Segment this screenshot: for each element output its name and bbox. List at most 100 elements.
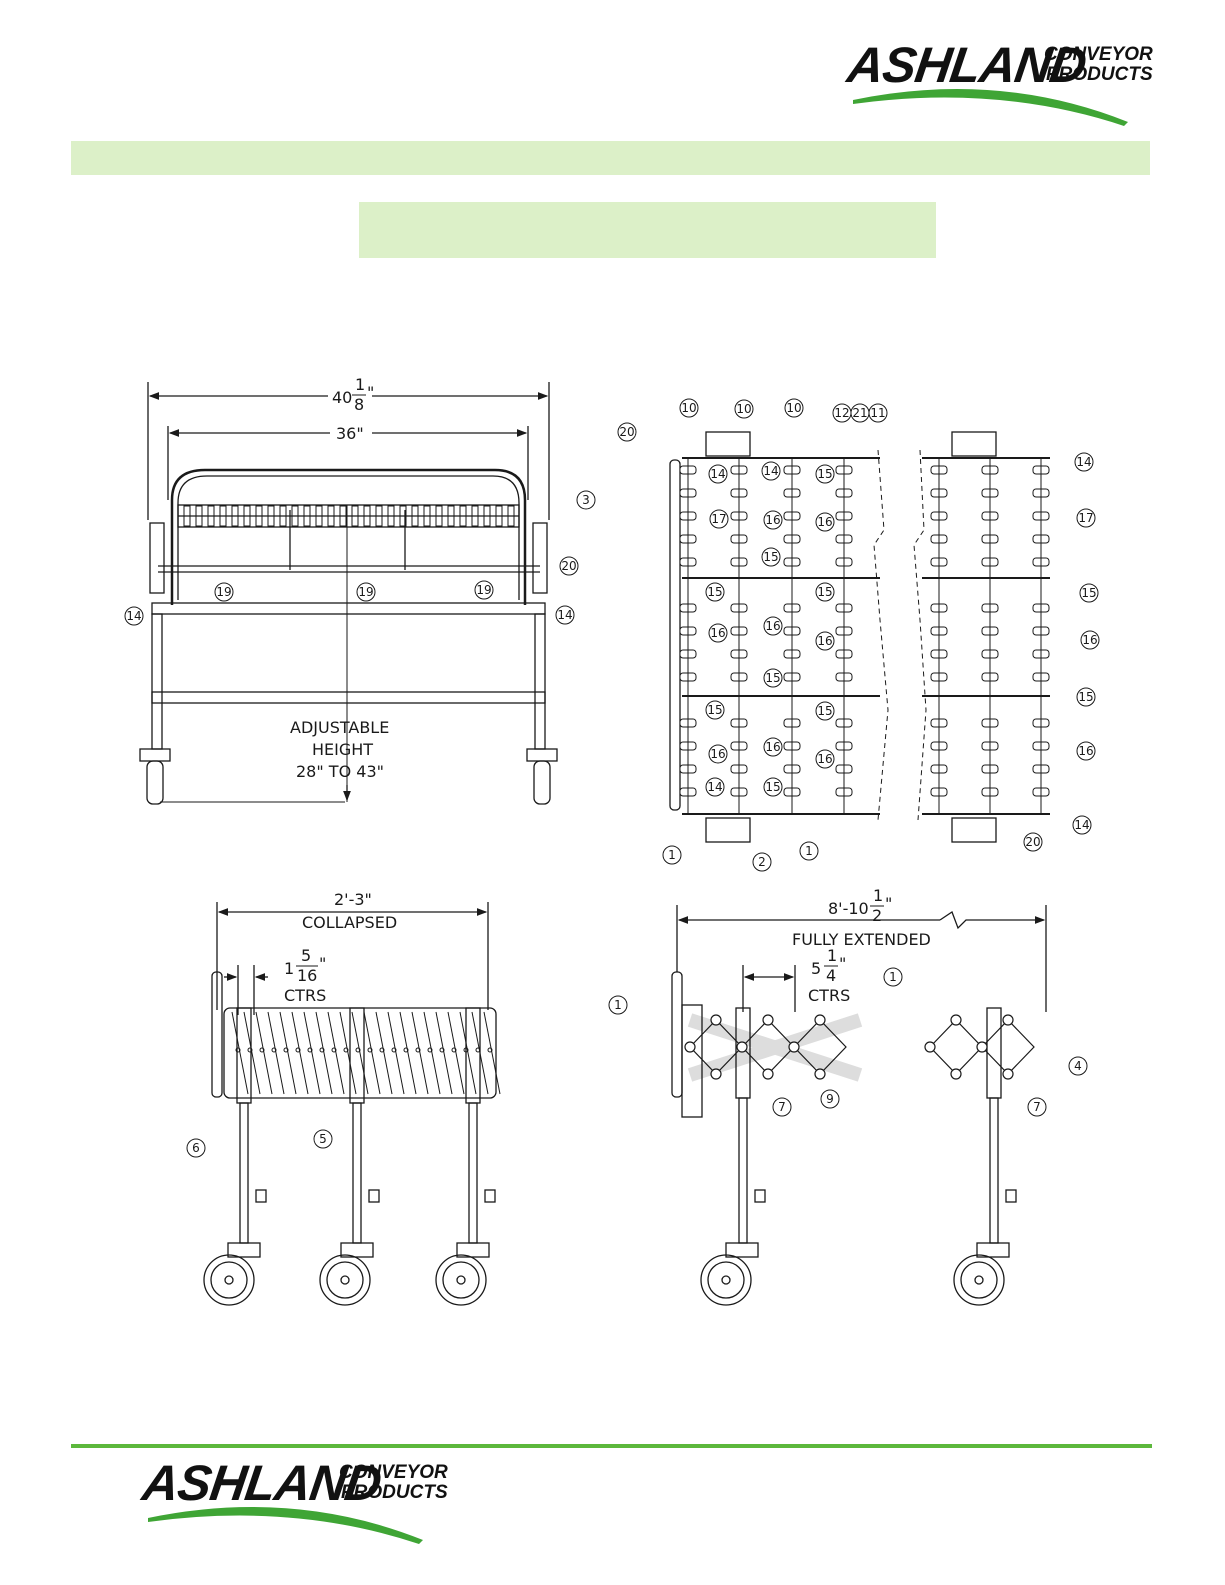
link-pivot bbox=[451, 1047, 457, 1053]
footer-logo-line-2: PRODUCTS bbox=[341, 1482, 448, 1503]
roller-tooth bbox=[495, 505, 503, 527]
svg-text:16: 16 bbox=[765, 513, 780, 527]
balloon-20: 20 bbox=[617, 422, 637, 442]
scissor-link bbox=[291, 1011, 309, 1095]
balloon-15: 15 bbox=[705, 582, 725, 602]
svg-text:16: 16 bbox=[710, 626, 725, 640]
roller-tooth bbox=[243, 505, 251, 527]
link-pivot bbox=[710, 1068, 722, 1080]
technical-drawing: 40 1 8 " 36" ADJUSTABLE HEIGHT 28" TO 43… bbox=[124, 375, 1100, 1306]
roller-tooth bbox=[363, 505, 371, 527]
scissor-link bbox=[483, 1011, 501, 1095]
roller-tooth bbox=[507, 505, 515, 527]
balloon-9: 9 bbox=[820, 1089, 840, 1109]
roller-tooth bbox=[327, 505, 335, 527]
balloon-5: 5 bbox=[313, 1129, 333, 1149]
svg-text:20: 20 bbox=[1025, 835, 1040, 849]
svg-text:3: 3 bbox=[582, 493, 590, 507]
extended-ctrs-label: CTRS bbox=[808, 986, 850, 1005]
scissor-diamond bbox=[793, 1019, 847, 1075]
balloon-17: 17 bbox=[709, 509, 729, 529]
link-pivot bbox=[1002, 1068, 1014, 1080]
link-pivot bbox=[247, 1047, 253, 1053]
svg-text:1: 1 bbox=[805, 844, 813, 858]
link-pivot bbox=[736, 1041, 748, 1053]
link-pivot bbox=[367, 1047, 373, 1053]
balloon-16: 16 bbox=[763, 737, 783, 757]
balloon-20: 20 bbox=[1023, 832, 1043, 852]
link-pivot bbox=[259, 1047, 265, 1053]
svg-text:16: 16 bbox=[1082, 633, 1097, 647]
adjustable-line-3: 28" TO 43" bbox=[296, 762, 384, 781]
scissor-link bbox=[303, 1011, 321, 1095]
link-pivot bbox=[924, 1041, 936, 1053]
svg-text:16: 16 bbox=[817, 515, 832, 529]
balloon-16: 16 bbox=[815, 749, 835, 769]
roller-tooth bbox=[195, 505, 203, 527]
balloon-1: 1 bbox=[883, 967, 903, 987]
roller-tooth bbox=[375, 505, 383, 527]
balloon-12: 12 bbox=[832, 403, 852, 423]
title-band bbox=[71, 141, 1150, 175]
balloon-16: 16 bbox=[708, 623, 728, 643]
svg-text:11: 11 bbox=[870, 406, 885, 420]
front-overall-whole: 40 bbox=[332, 388, 352, 407]
svg-text:1: 1 bbox=[889, 970, 897, 984]
link-pivot bbox=[355, 1047, 361, 1053]
link-pivot bbox=[331, 1047, 337, 1053]
balloon-19: 19 bbox=[474, 580, 494, 600]
extended-length-den: 2 bbox=[872, 906, 882, 925]
svg-text:9: 9 bbox=[826, 1092, 834, 1106]
roller-tooth bbox=[435, 505, 443, 527]
balloon-14: 14 bbox=[705, 777, 725, 797]
balloon-16: 16 bbox=[815, 512, 835, 532]
roller-tooth bbox=[207, 505, 215, 527]
link-pivot bbox=[814, 1068, 826, 1080]
svg-text:16: 16 bbox=[817, 752, 832, 766]
roller-tooth bbox=[315, 505, 323, 527]
collapsed-ctrs-whole: 1 bbox=[284, 959, 294, 978]
balloon-14: 14 bbox=[708, 464, 728, 484]
balloon-10: 10 bbox=[784, 398, 804, 418]
svg-text:16: 16 bbox=[1078, 744, 1093, 758]
link-pivot bbox=[762, 1068, 774, 1080]
footer-logo: ASHLAND CONVEYOR PRODUCTS bbox=[139, 1455, 448, 1544]
link-pivot bbox=[307, 1047, 313, 1053]
collapsed-ctrs-unit: " bbox=[319, 954, 326, 973]
svg-text:19: 19 bbox=[476, 583, 491, 597]
balloon-10: 10 bbox=[679, 398, 699, 418]
subtitle-band bbox=[359, 202, 936, 258]
extended-ctrs-num: 1 bbox=[827, 946, 837, 965]
svg-text:4: 4 bbox=[1074, 1059, 1082, 1073]
link-pivot bbox=[487, 1047, 493, 1053]
svg-text:20: 20 bbox=[561, 559, 576, 573]
extended-ctrs-unit: " bbox=[839, 954, 846, 973]
balloon-15: 15 bbox=[1076, 687, 1096, 707]
link-pivot bbox=[319, 1047, 325, 1053]
roller-tooth bbox=[447, 505, 455, 527]
balloon-1: 1 bbox=[799, 841, 819, 861]
balloon-7: 7 bbox=[772, 1097, 792, 1117]
svg-text:16: 16 bbox=[765, 740, 780, 754]
extended-length-num: 1 bbox=[873, 886, 883, 905]
balloon-2: 2 bbox=[752, 852, 772, 872]
balloon-17: 17 bbox=[1076, 508, 1096, 528]
balloon-16: 16 bbox=[708, 744, 728, 764]
link-pivot bbox=[283, 1047, 289, 1053]
svg-text:15: 15 bbox=[817, 585, 832, 599]
link-pivot bbox=[235, 1047, 241, 1053]
balloon-14: 14 bbox=[761, 461, 781, 481]
svg-text:15: 15 bbox=[765, 780, 780, 794]
collapsed-ctrs-den: 16 bbox=[297, 966, 317, 985]
scissor-link bbox=[423, 1011, 441, 1095]
scissor-link bbox=[435, 1011, 453, 1095]
collapsed-ctrs-dim: 1 5 16 " CTRS bbox=[284, 946, 326, 1005]
svg-text:15: 15 bbox=[817, 467, 832, 481]
link-pivot bbox=[271, 1047, 277, 1053]
balloon-14: 14 bbox=[555, 605, 575, 625]
svg-text:21: 21 bbox=[852, 406, 867, 420]
svg-text:16: 16 bbox=[817, 634, 832, 648]
roller-tooth bbox=[399, 505, 407, 527]
balloon-21: 21 bbox=[850, 403, 870, 423]
svg-text:15: 15 bbox=[707, 703, 722, 717]
